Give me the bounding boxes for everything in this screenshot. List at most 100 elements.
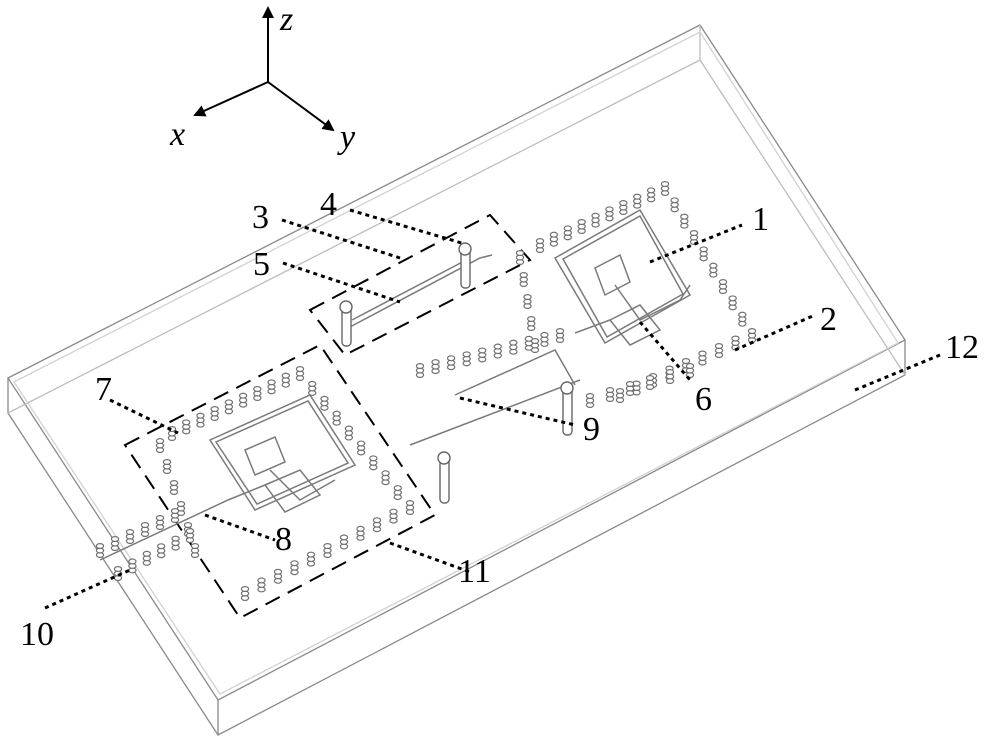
via-fences bbox=[95, 181, 757, 601]
via-ring bbox=[155, 514, 165, 521]
via-ring bbox=[281, 372, 290, 379]
via-ring bbox=[515, 250, 525, 257]
via bbox=[645, 375, 655, 391]
via-ring bbox=[585, 393, 595, 400]
via-ring bbox=[493, 343, 502, 350]
probe-cap-left bbox=[339, 300, 353, 314]
via-ring bbox=[689, 230, 699, 237]
probe-region bbox=[308, 213, 532, 357]
via-ring bbox=[238, 392, 248, 399]
leader-1 bbox=[649, 223, 743, 264]
via bbox=[182, 419, 191, 435]
via-ring bbox=[372, 517, 382, 524]
feed-line-middle bbox=[409, 379, 581, 446]
via-ring bbox=[369, 455, 378, 462]
via-ring bbox=[728, 295, 737, 302]
via-ring bbox=[182, 419, 191, 426]
via-ring bbox=[555, 328, 565, 335]
via-ring bbox=[140, 521, 150, 528]
via bbox=[563, 225, 572, 241]
via-ring bbox=[128, 558, 137, 565]
via bbox=[405, 500, 415, 516]
via bbox=[619, 200, 628, 216]
leader-2 bbox=[734, 313, 816, 352]
via-ring bbox=[633, 193, 642, 200]
resonator-2-inner-loop bbox=[214, 400, 350, 505]
via-ring bbox=[155, 438, 165, 445]
via bbox=[535, 238, 545, 254]
via-ring bbox=[591, 212, 600, 219]
via-ring bbox=[670, 197, 679, 204]
via bbox=[110, 535, 120, 551]
via-ring bbox=[344, 425, 354, 432]
via bbox=[462, 351, 471, 367]
input-feed-line bbox=[99, 484, 266, 561]
probe-cap-lower bbox=[437, 451, 451, 465]
via bbox=[171, 535, 180, 551]
callout-labels: 1 2 3 4 5 6 7 8 9 10 11 12 bbox=[20, 186, 979, 653]
via-ring bbox=[645, 375, 655, 382]
via bbox=[625, 381, 635, 397]
via bbox=[660, 181, 670, 197]
via bbox=[381, 470, 390, 486]
via-ring bbox=[196, 412, 205, 419]
callout-10: 10 bbox=[20, 616, 54, 653]
via-ring bbox=[540, 331, 549, 338]
via-ring bbox=[446, 355, 456, 362]
leader-11 bbox=[389, 541, 471, 574]
via bbox=[699, 246, 708, 262]
via bbox=[356, 440, 366, 456]
via-ring bbox=[332, 410, 341, 417]
via-ring bbox=[171, 535, 180, 542]
callout-2: 2 bbox=[820, 301, 837, 338]
via-ring bbox=[478, 347, 487, 354]
via-ring bbox=[415, 363, 425, 370]
via bbox=[540, 331, 549, 347]
board-inner-outline bbox=[13, 31, 899, 695]
via-ring bbox=[646, 187, 656, 194]
resonator-1-stub bbox=[614, 284, 691, 321]
leader-lines bbox=[44, 208, 941, 610]
via-ring bbox=[714, 343, 724, 350]
coordinate-axes: z x y bbox=[169, 1, 356, 156]
via bbox=[210, 406, 219, 422]
via-ring bbox=[162, 459, 172, 466]
via-ring bbox=[253, 386, 262, 393]
leader-6 bbox=[638, 321, 692, 381]
via bbox=[493, 343, 502, 359]
via-ring bbox=[660, 181, 670, 188]
x-axis-arrow bbox=[193, 81, 269, 117]
via bbox=[549, 231, 559, 247]
resonator-upper-right bbox=[553, 208, 692, 346]
callout-4: 4 bbox=[320, 186, 337, 223]
via-ring bbox=[273, 568, 283, 575]
via-ring bbox=[308, 380, 317, 387]
via-ring bbox=[170, 508, 180, 515]
via-ring bbox=[709, 262, 718, 269]
via-ring bbox=[619, 200, 628, 207]
callout-6: 6 bbox=[695, 381, 712, 418]
resonator-2-pad bbox=[263, 469, 322, 513]
via-ring bbox=[605, 206, 614, 213]
resonator-1-pad bbox=[608, 304, 662, 346]
via-ring bbox=[389, 508, 398, 515]
via bbox=[670, 197, 679, 213]
via bbox=[224, 399, 234, 415]
via bbox=[605, 387, 615, 403]
via bbox=[393, 485, 402, 501]
board-top-face bbox=[7, 24, 906, 701]
via bbox=[290, 560, 299, 576]
leader-4 bbox=[349, 208, 466, 246]
via-ring bbox=[577, 219, 586, 226]
via bbox=[167, 426, 177, 442]
board-bottom-edge bbox=[7, 340, 906, 736]
via bbox=[356, 525, 365, 541]
via bbox=[257, 577, 266, 593]
via-ring bbox=[527, 316, 536, 323]
via-ring bbox=[698, 350, 707, 357]
via bbox=[689, 230, 699, 246]
via bbox=[190, 542, 200, 558]
via-ring bbox=[625, 381, 635, 388]
via bbox=[140, 521, 150, 537]
